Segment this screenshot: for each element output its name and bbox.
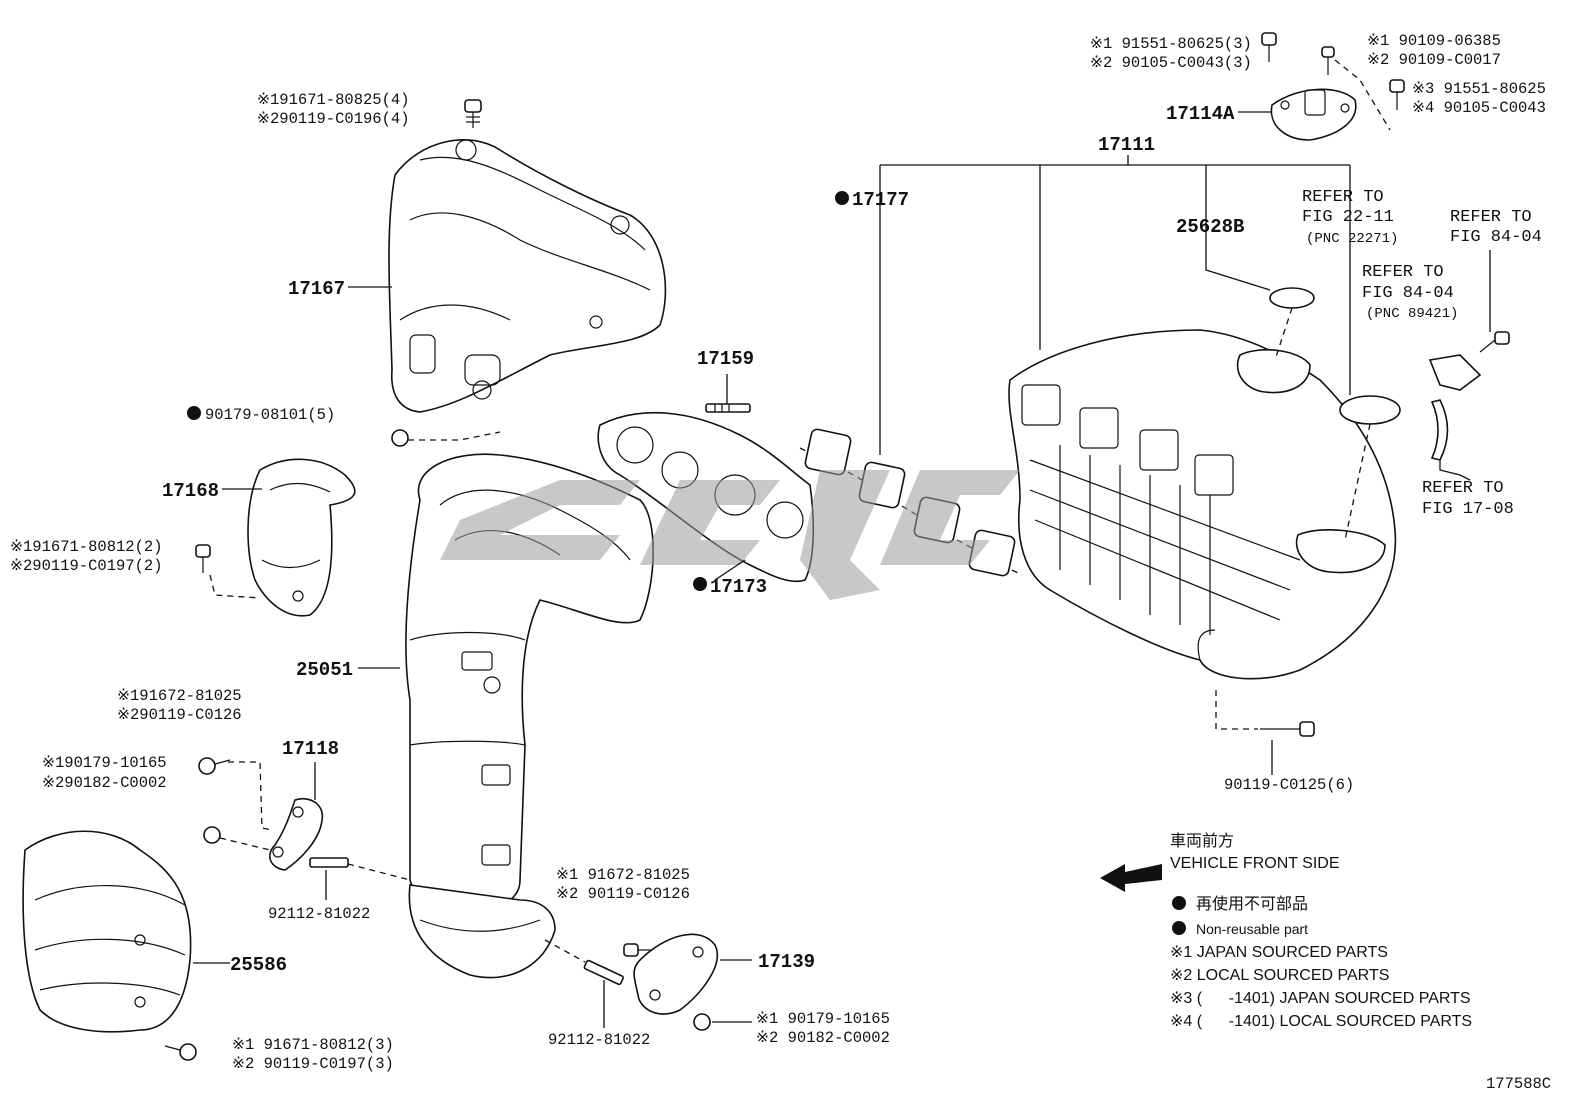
ref-17-08-line2[interactable]: FIG 17-08 [1422, 500, 1514, 519]
stud-17159-icon[interactable] [705, 403, 751, 413]
o-ring-25628b[interactable] [1269, 287, 1315, 361]
ref-22-11-line2[interactable]: FIG 22-11 [1302, 208, 1394, 227]
label-25628b[interactable]: 25628B [1176, 216, 1244, 238]
ref-22-11-line3: (PNC 22271) [1306, 231, 1398, 247]
bolt-icon[interactable] [464, 99, 482, 128]
bolt-icon[interactable] [1215, 690, 1315, 737]
nut-icon[interactable] [203, 826, 271, 851]
ref-84-04b-line3: (PNC 89421) [1366, 306, 1458, 322]
label-17111[interactable]: 17111 [1098, 134, 1155, 156]
watermark-logo [440, 470, 1020, 600]
callout-top-bolt-2: ※290119-C0196(4) [257, 110, 410, 128]
ref-84-04b-line1[interactable]: REFER TO [1362, 263, 1444, 282]
bracket-17114a[interactable] [1270, 88, 1357, 141]
legend-note-4: ※4 ( -1401) LOCAL SOURCED PARTS [1170, 1013, 1472, 1030]
nonreuse-bullet-icon [1172, 921, 1186, 935]
callout-bottom-bolt-2: ※2 90119-C0197(3) [232, 1055, 394, 1073]
hose-icon[interactable] [1430, 399, 1449, 461]
label-17177[interactable]: 17177 [852, 189, 909, 211]
callout-low-nut-2: ※2 90182-C0002 [756, 1029, 890, 1047]
bolt-icon[interactable] [1261, 32, 1277, 62]
legend-note-2: ※2 LOCAL SOURCED PARTS [1170, 967, 1389, 984]
callout-tr-bolt-3: ※1 90109-06385 [1367, 32, 1501, 50]
stud-92112-icon[interactable] [309, 857, 411, 881]
bolt-icon[interactable] [623, 943, 652, 957]
label-90119-c0125[interactable]: 90119-C0125(6) [1224, 776, 1354, 794]
diagram-id: 177588C [1486, 1075, 1551, 1093]
bolt-icon[interactable] [1389, 79, 1405, 110]
label-90179-08101[interactable]: 90179-08101(5) [205, 406, 335, 424]
label-25586[interactable]: 25586 [230, 954, 287, 976]
legend-front-en: VEHICLE FRONT SIDE [1170, 855, 1340, 872]
label-17167[interactable]: 17167 [288, 278, 345, 300]
sensor-icon[interactable] [1428, 331, 1510, 391]
legend-note-1: ※1 JAPAN SOURCED PARTS [1170, 944, 1388, 961]
heat-insulator-upper[interactable] [388, 139, 667, 413]
callout-bracket-bolt-2: ※290119-C0126 [117, 706, 242, 724]
label-25051[interactable]: 25051 [296, 659, 353, 681]
heat-insulator-lower[interactable] [22, 830, 192, 1033]
leader-lines [193, 111, 1491, 1028]
label-17139[interactable]: 17139 [758, 951, 815, 973]
nonreuse-mark-icon [835, 191, 849, 205]
legend-front-jp: 車両前方 [1170, 832, 1234, 850]
callout-mid-bolt-2: ※2 90119-C0126 [556, 885, 690, 903]
callout-tr-bolt-5: ※3 91551-80625 [1412, 80, 1546, 98]
label-92112-81022-b[interactable]: 92112-81022 [548, 1031, 650, 1049]
bolt-icon[interactable] [198, 757, 231, 775]
ref-84-04b-line2[interactable]: FIG 84-04 [1362, 284, 1454, 303]
bolt-icon[interactable] [1321, 46, 1391, 131]
bolt-icon[interactable] [195, 544, 261, 599]
callout-tr-bolt-1: ※1 91551-80625(3) [1090, 35, 1252, 53]
legend-nonreuse-en: Non-reusable part [1196, 921, 1308, 937]
label-17118[interactable]: 17118 [282, 738, 339, 760]
label-92112-81022-a[interactable]: 92112-81022 [268, 905, 370, 923]
ref-17-08-line1[interactable]: REFER TO [1422, 479, 1504, 498]
nut-icon[interactable] [693, 1013, 711, 1031]
label-17168[interactable]: 17168 [162, 480, 219, 502]
ref-22-11-line1[interactable]: REFER TO [1302, 188, 1384, 207]
o-ring-large[interactable] [1339, 395, 1401, 541]
nonreuse-mark-icon [693, 577, 707, 591]
label-17159[interactable]: 17159 [697, 348, 754, 370]
callout-tr-bolt-6: ※4 90105-C0043 [1412, 99, 1546, 117]
intake-manifold[interactable] [1008, 329, 1397, 680]
legend-nonreuse-jp: 再使用不可部品 [1196, 895, 1308, 913]
nonreuse-mark-icon [187, 406, 201, 420]
bracket-17118[interactable] [228, 761, 324, 871]
callout-bracket-nut-2: ※290182-C0002 [42, 774, 167, 792]
legend-note-3: ※3 ( -1401) JAPAN SOURCED PARTS [1170, 990, 1471, 1007]
stay-17139[interactable] [633, 933, 718, 1015]
nut-icon[interactable] [391, 429, 501, 447]
exhaust-manifold-converter[interactable] [405, 453, 654, 979]
stud-92112-icon[interactable] [544, 939, 624, 986]
callout-bracket-bolt-1: ※191672-81025 [117, 687, 242, 705]
ref-84-04a-line2[interactable]: FIG 84-04 [1450, 228, 1542, 247]
callout-tr-bolt-2: ※2 90105-C0043(3) [1090, 54, 1252, 72]
ref-84-04a-line1[interactable]: REFER TO [1450, 208, 1532, 227]
callout-side-bolt-2: ※290119-C0197(2) [10, 557, 163, 575]
callout-side-bolt-1: ※191671-80812(2) [10, 538, 163, 556]
callout-low-nut-1: ※1 90179-10165 [756, 1010, 890, 1028]
callout-bottom-bolt-1: ※1 91671-80812(3) [232, 1036, 394, 1054]
nonreuse-bullet-icon [1172, 896, 1186, 910]
callout-top-bolt-1: ※191671-80825(4) [257, 91, 410, 109]
front-direction-arrow-icon [1100, 864, 1162, 892]
callout-mid-bolt-1: ※1 91672-81025 [556, 866, 690, 884]
bolt-icon[interactable] [164, 1043, 197, 1061]
label-17173[interactable]: 17173 [710, 576, 767, 598]
label-17114a[interactable]: 17114A [1166, 103, 1235, 125]
callout-tr-bolt-4: ※2 90109-C0017 [1367, 51, 1501, 69]
heat-insulator-side[interactable] [247, 458, 356, 617]
callout-bracket-nut-1: ※190179-10165 [42, 754, 167, 772]
